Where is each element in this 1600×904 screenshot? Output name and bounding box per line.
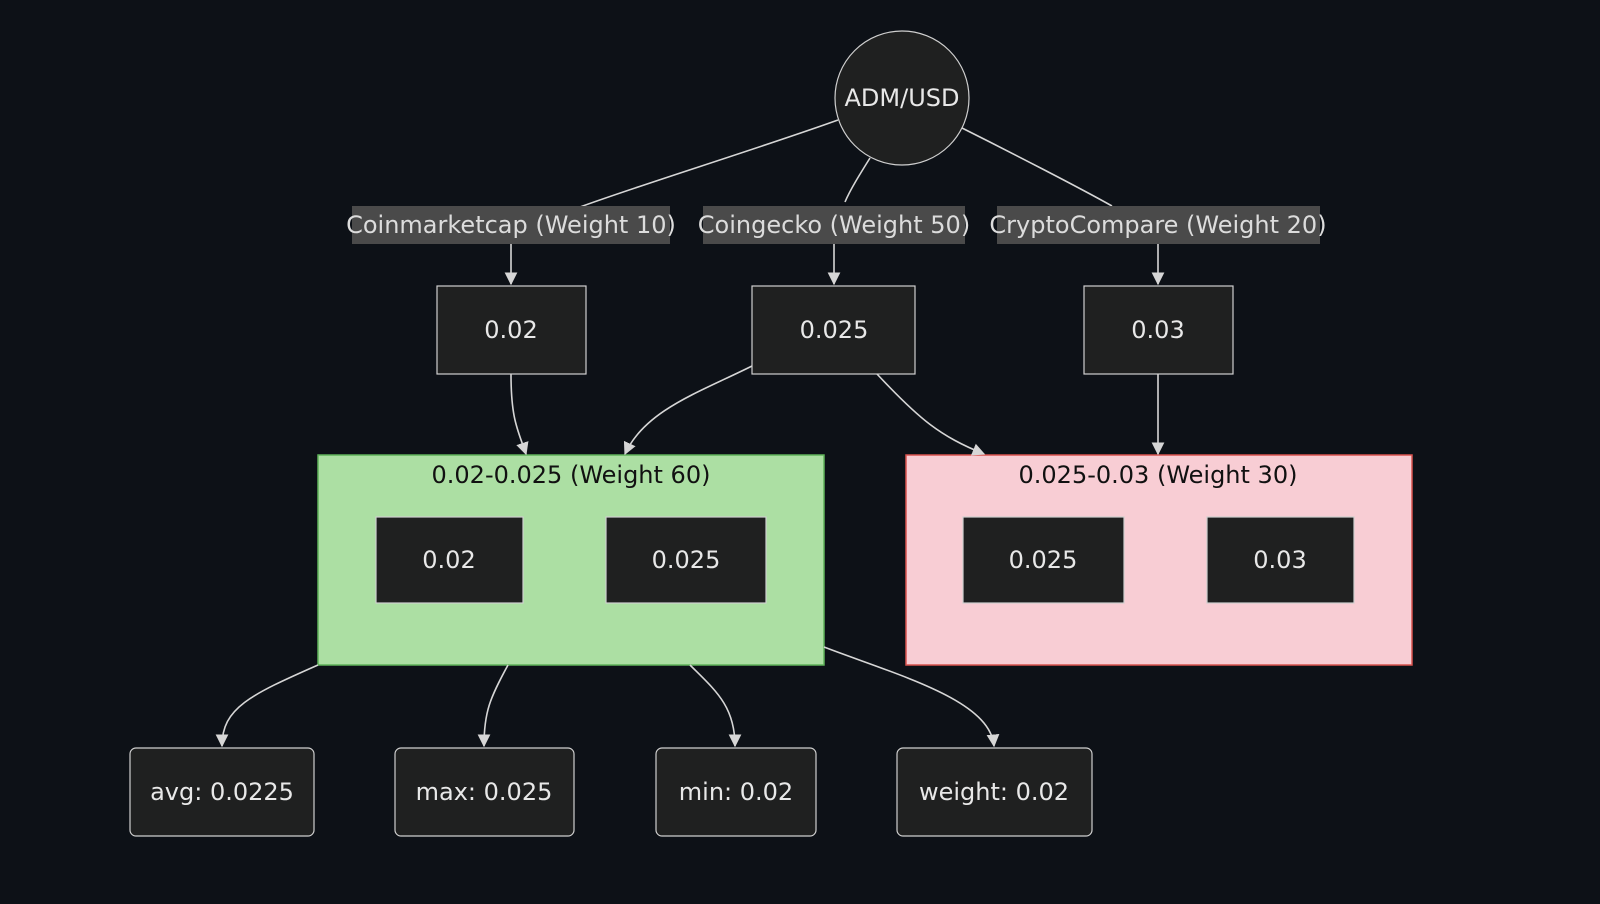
group-low-member-node[interactable] bbox=[605, 516, 767, 604]
result-box bbox=[394, 747, 575, 837]
group-high-member-node[interactable] bbox=[962, 516, 1125, 604]
edge-group-to-weight bbox=[823, 646, 1000, 748]
edges bbox=[215, 119, 1165, 748]
result-label: weight: 0.02 bbox=[919, 778, 1069, 806]
edge-root-cryptocompare bbox=[961, 127, 1113, 207]
result-node-max[interactable]: max: 0.025 bbox=[394, 747, 575, 837]
source-label-cryptocompare: CryptoCompare (Weight 20) bbox=[989, 206, 1327, 244]
edge-group-to-max bbox=[477, 664, 509, 748]
source-label-coingecko: Coingecko (Weight 50) bbox=[698, 206, 970, 244]
source-label-coinmarketcap: Coinmarketcap (Weight 10) bbox=[346, 206, 676, 244]
edge-root-coinmarketcap bbox=[579, 119, 839, 208]
edge-0.025-to-high-group bbox=[876, 373, 986, 456]
group-low-range-title: 0.02-0.025 (Weight 60) bbox=[432, 461, 711, 489]
group-low-member-node[interactable] bbox=[375, 516, 524, 604]
result-label: avg: 0.0225 bbox=[150, 778, 294, 806]
root-circle bbox=[834, 30, 970, 166]
edge-0.025-to-low-group bbox=[623, 365, 753, 456]
source-value-node-coingecko[interactable]: 0.025 bbox=[751, 285, 916, 375]
source-label-bg bbox=[997, 206, 1320, 244]
source-label-bg bbox=[703, 206, 965, 244]
edge-root-coingecko bbox=[844, 157, 871, 203]
group-high-range: 0.025-0.03 (Weight 30) 0.025 0.03 bbox=[905, 454, 1413, 666]
group-high-member-node[interactable] bbox=[1206, 516, 1355, 604]
group-high-member-label: 0.03 bbox=[1253, 546, 1306, 574]
source-label-text: Coingecko (Weight 50) bbox=[698, 211, 970, 239]
edge-group-to-min bbox=[689, 664, 742, 748]
source-value-label: 0.02 bbox=[484, 316, 537, 344]
source-value-box bbox=[751, 285, 916, 375]
edge-0.02-to-low-group bbox=[510, 373, 529, 456]
group-high-member-label: 0.025 bbox=[1009, 546, 1078, 574]
source-value-label: 0.025 bbox=[800, 316, 869, 344]
result-box bbox=[129, 747, 315, 837]
source-value-box bbox=[1083, 285, 1234, 375]
edge-group-to-avg bbox=[215, 664, 319, 748]
source-label-text: CryptoCompare (Weight 20) bbox=[989, 211, 1326, 239]
result-node-min[interactable]: min: 0.02 bbox=[655, 747, 817, 837]
group-low-member-label: 0.02 bbox=[422, 546, 475, 574]
source-label-bg bbox=[352, 206, 670, 244]
group-low-range: 0.02-0.025 (Weight 60) 0.02 0.025 bbox=[317, 454, 825, 666]
source-value-label: 0.03 bbox=[1131, 316, 1184, 344]
source-value-node-cryptocompare[interactable]: 0.03 bbox=[1083, 285, 1234, 375]
result-node-avg[interactable]: avg: 0.0225 bbox=[129, 747, 315, 837]
source-value-node-coinmarketcap[interactable]: 0.02 bbox=[436, 285, 587, 375]
source-label-text: Coinmarketcap (Weight 10) bbox=[346, 211, 676, 239]
root-label: ADM/USD bbox=[845, 84, 960, 112]
result-label: min: 0.02 bbox=[679, 778, 793, 806]
group-high-range-title: 0.025-0.03 (Weight 30) bbox=[1019, 461, 1298, 489]
result-node-weight[interactable]: weight: 0.02 bbox=[896, 747, 1093, 837]
result-box bbox=[896, 747, 1093, 837]
source-value-box bbox=[436, 285, 587, 375]
root-node[interactable]: ADM/USD bbox=[834, 30, 970, 166]
result-box bbox=[655, 747, 817, 837]
result-label: max: 0.025 bbox=[416, 778, 553, 806]
group-low-member-label: 0.025 bbox=[652, 546, 721, 574]
